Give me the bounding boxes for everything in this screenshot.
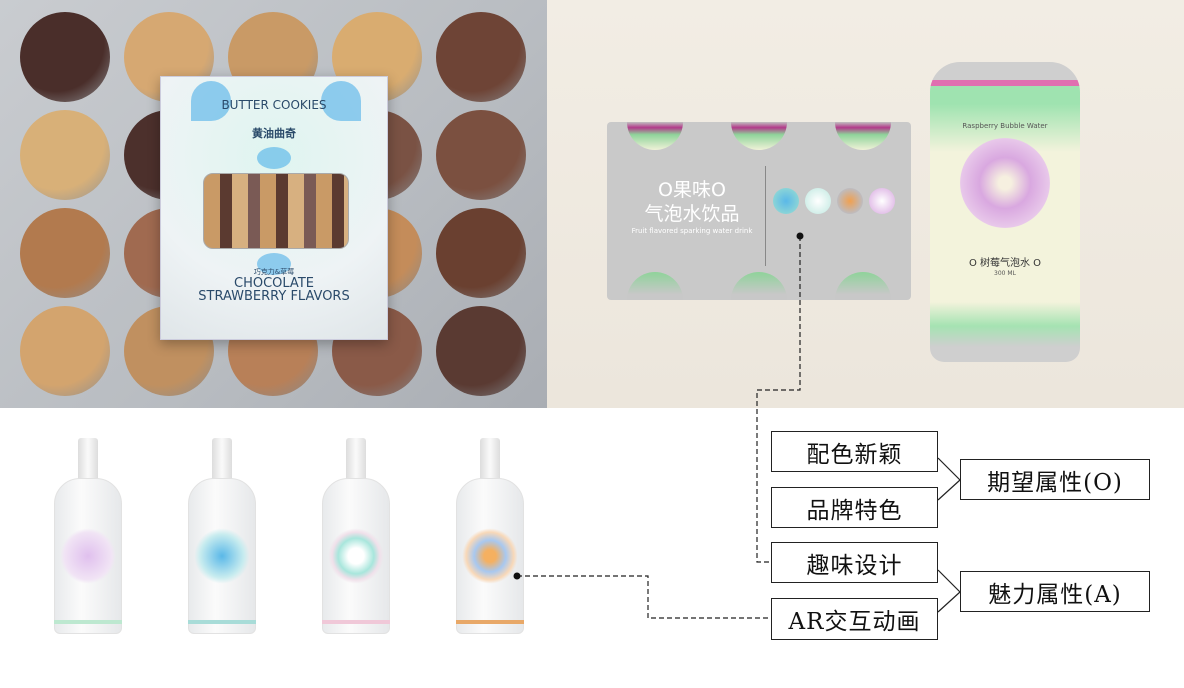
sparkling-water-photo: O果味O 气泡水饮品 Fruit flavored sparking water…	[547, 0, 1184, 408]
drink-multipack: O果味O 气泡水饮品 Fruit flavored sparking water…	[607, 122, 911, 300]
cookie	[436, 12, 526, 102]
bottle-mint	[318, 438, 394, 634]
can-name-en: Raspberry Bubble Water	[962, 122, 1048, 130]
drink-can: Raspberry Bubble Water O 树莓气泡水 O 300 ML	[930, 62, 1080, 362]
cookie	[20, 306, 110, 396]
cookie	[20, 12, 110, 102]
cookie-window	[203, 173, 349, 249]
box-title-en: BUTTER COOKIES	[221, 98, 327, 112]
pack-title-1: O果味O	[658, 179, 726, 201]
cookie	[436, 306, 526, 396]
cookie	[436, 110, 526, 200]
cookie-packaging-photo: BUTTER COOKIES 黄油曲奇 巧克力&草莓 CHOCOLATE STR…	[0, 0, 547, 408]
bottle-blue	[184, 438, 260, 634]
can-volume: 300 ML	[994, 270, 1016, 277]
cookie	[20, 110, 110, 200]
cookie	[20, 208, 110, 298]
cookie	[436, 208, 526, 298]
box-title-cn: 黄油曲奇	[252, 127, 296, 140]
bottle-orange	[452, 438, 528, 634]
cookie-box: BUTTER COOKIES 黄油曲奇 巧克力&草莓 CHOCOLATE STR…	[160, 76, 388, 340]
attr-ar-animation: AR交互动画	[771, 598, 938, 640]
attr-fun-design: 趣味设计	[771, 542, 938, 583]
pack-title-2: 气泡水饮品	[644, 203, 740, 225]
expected-attribute: 期望属性(O)	[960, 459, 1150, 500]
pack-subtitle: Fruit flavored sparking water drink	[631, 227, 753, 235]
attr-brand-feature: 品牌特色	[771, 487, 938, 528]
box-flavor-en: CHOCOLATE STRAWBERRY FLAVORS	[198, 276, 350, 304]
bottle-purple	[50, 438, 126, 634]
attr-novel-color: 配色新颖	[771, 431, 938, 472]
box-flavor-cn: 巧克力&草莓	[253, 268, 295, 276]
attractive-attribute: 魅力属性(A)	[960, 571, 1150, 612]
can-name-cn: O 树莓气泡水 O	[968, 258, 1042, 269]
